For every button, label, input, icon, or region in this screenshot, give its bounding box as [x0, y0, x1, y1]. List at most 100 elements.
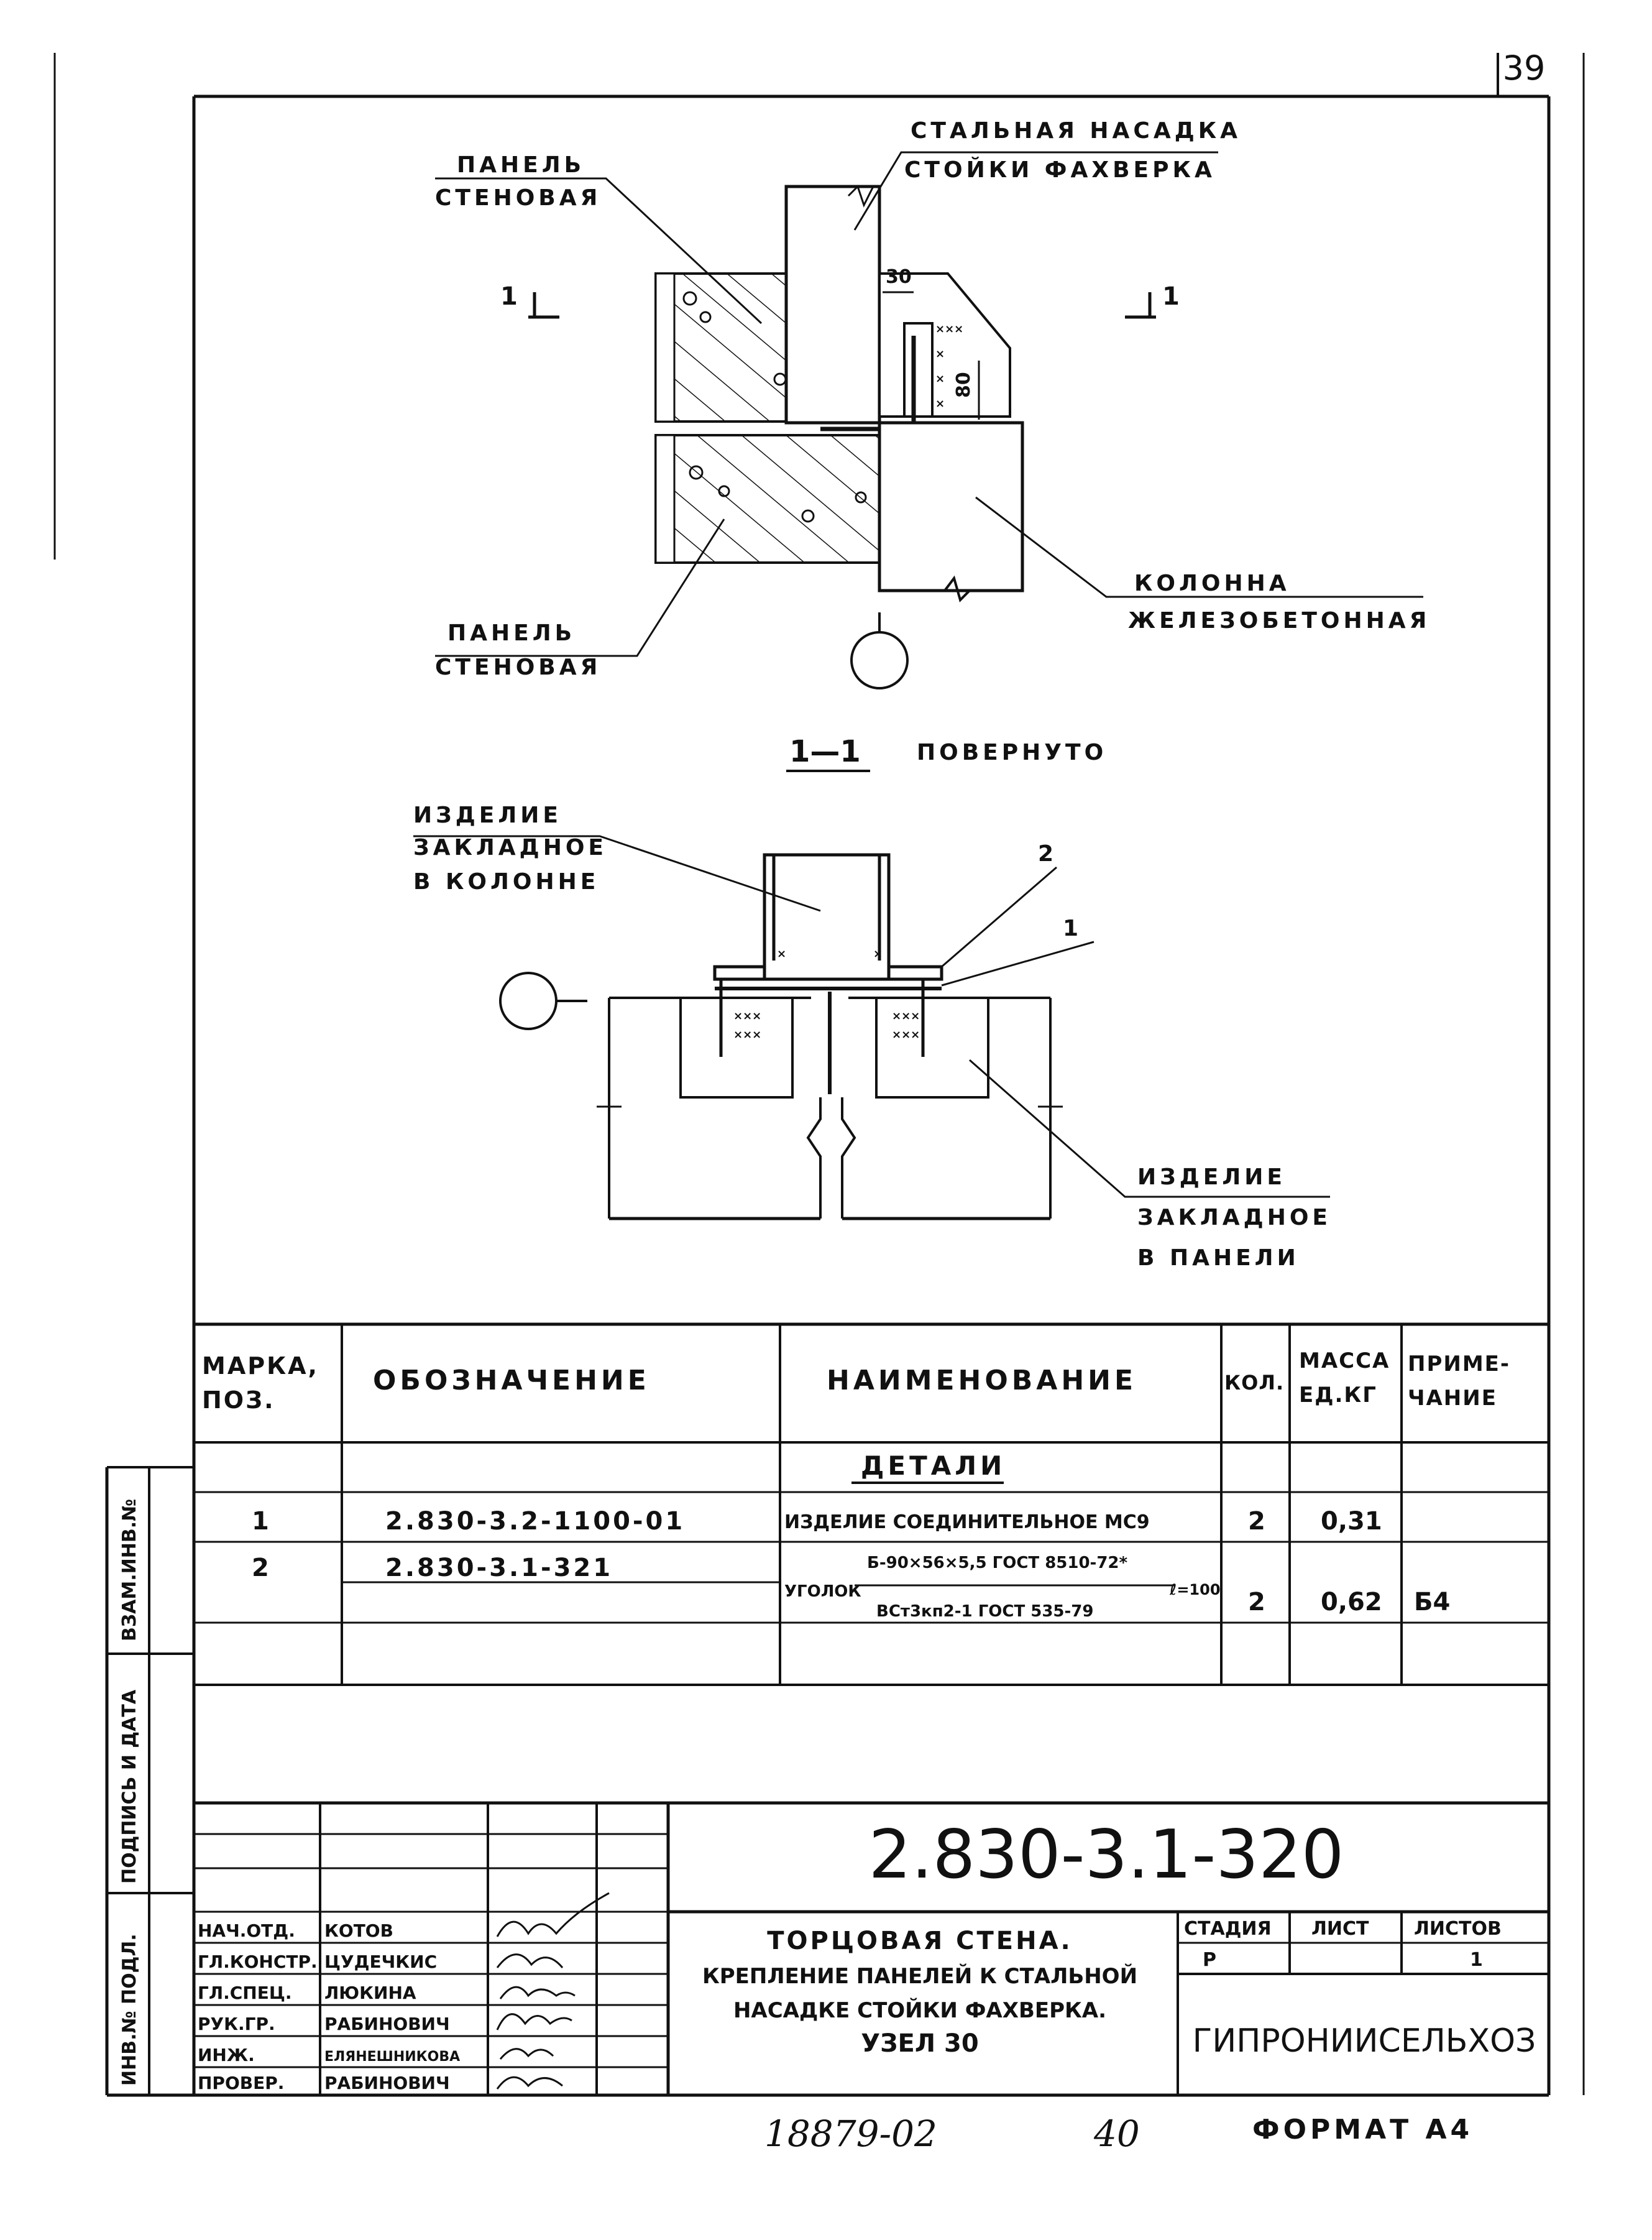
label-panel-bottom-2: СТЕНОВАЯ: [435, 655, 601, 680]
role-2-name: ЦУДЕЧКИС: [324, 1952, 437, 1972]
concrete-aggregate: [682, 291, 867, 523]
drawing-title: ТОРЦОВАЯ СТЕНА. КРЕПЛЕНИЕ ПАНЕЛЕЙ К СТАЛ…: [702, 1927, 1137, 2058]
section-mark-left: 1: [500, 282, 518, 311]
spec-row-2: 2 2.830-3.1-321 УГОЛОК Б-90×56×5,5 ГОСТ …: [252, 1554, 1450, 1621]
stage-value: Р: [1203, 1949, 1216, 1971]
sheets-label: ЛИСТОВ: [1414, 1918, 1502, 1940]
weld-marks: ××××××: [935, 323, 963, 410]
spec-table-grid: [194, 1322, 1549, 1686]
axis-circle-section: [499, 972, 558, 1030]
stage-label: СТАДИЯ: [1184, 1918, 1272, 1940]
role-3: ГЛ.СПЕЦ.: [198, 1983, 291, 2003]
title-block-grid: [194, 1801, 1549, 2095]
header-mass-2: ЕД.КГ: [1299, 1383, 1377, 1408]
side-field-2: ПОДПИСЬ И ДАТА: [119, 1689, 140, 1884]
row-1-qty: 2: [1248, 1507, 1265, 1536]
signatures: [496, 1892, 610, 2090]
svg-text:×: ×: [935, 397, 945, 410]
section-title: 1—1: [789, 734, 861, 769]
role-2: ГЛ.КОНСТР.: [198, 1952, 318, 1972]
sheet-frame: [53, 53, 1585, 2097]
format-label: ФОРМАТ А4: [1252, 2114, 1473, 2146]
label-pos-2: 2: [1038, 841, 1057, 867]
role-4-name: РАБИНОВИЧ: [324, 2014, 450, 2034]
header-mark-2: ПОЗ.: [202, 1386, 275, 1414]
header-note-1: ПРИМЕ-: [1408, 1352, 1510, 1376]
node-drawing-plan: ×××××× 30 80 1 1: [435, 151, 1423, 689]
title-line-4: УЗЕЛ 30: [861, 2029, 978, 2058]
header-name: НАИМЕНОВАНИЕ: [827, 1365, 1137, 1396]
side-field-3: ИНВ.№ ПОДЛ.: [119, 1933, 140, 2086]
svg-text:×××: ×××: [892, 1010, 920, 1023]
role-5-name: ЕЛЯНЕШНИКОВА: [324, 2049, 460, 2065]
doc-number: 2.830-3.1-320: [868, 1816, 1344, 1894]
gusset-plate: [878, 272, 1011, 418]
role-4: РУК.ГР.: [198, 2014, 275, 2034]
label-embed-panel-1: ИЗДЕЛИЕ: [1137, 1164, 1286, 1190]
section-mark-right: 1: [1162, 282, 1180, 311]
row-2-pos: 2: [252, 1554, 269, 1582]
section-label-details: ДЕТАЛИ: [861, 1450, 1006, 1481]
sheet-label: ЛИСТ: [1311, 1918, 1369, 1940]
page-code: 40: [1093, 2113, 1140, 2155]
row-2-name-suffix: ℓ=100: [1169, 1581, 1221, 1598]
section-note: ПОВЕРНУТО: [917, 740, 1107, 765]
svg-text:×××: ×××: [733, 1028, 761, 1041]
axis-circle-top: [850, 631, 909, 689]
steel-nozzle: [784, 185, 881, 425]
title-line-2: КРЕПЛЕНИЕ ПАНЕЛЕЙ К СТАЛЬНОЙ: [702, 1963, 1137, 1989]
role-1: НАЧ.ОТД.: [198, 1920, 295, 1941]
svg-text:×: ×: [777, 947, 786, 961]
dim-80: 80: [953, 372, 975, 398]
svg-text:×: ×: [935, 348, 945, 361]
side-field-1: ВЗАМ.ИНВ.№: [119, 1499, 140, 1641]
header-designation: ОБОЗНАЧЕНИЕ: [373, 1365, 650, 1396]
label-column-2: ЖЕЛЕЗОБЕТОННАЯ: [1128, 608, 1430, 634]
header-qty: КОЛ.: [1224, 1371, 1284, 1394]
label-embed-panel-3: В ПАНЕЛИ: [1137, 1245, 1300, 1271]
svg-text:×××: ×××: [733, 1010, 761, 1023]
label-embed-col-2: ЗАКЛАДНОЕ: [413, 835, 607, 860]
row-2-name-prefix: УГОЛОК: [784, 1582, 861, 1601]
header-mark-1: МАРКА,: [202, 1352, 319, 1380]
row-1-pos: 1: [252, 1507, 269, 1536]
svg-text:×××: ×××: [935, 323, 963, 336]
svg-text:×: ×: [873, 947, 883, 961]
label-nozzle-2: СТОЙКИ ФАХВЕРКА: [904, 157, 1216, 183]
row-1-name: ИЗДЕЛИЕ СОЕДИНИТЕЛЬНОЕ МС9: [784, 1511, 1150, 1533]
panel-bottom-insulation: [654, 434, 676, 564]
title-line-1: ТОРЦОВАЯ СТЕНА.: [767, 1927, 1072, 1955]
label-embed-col-3: В КОЛОННЕ: [413, 869, 599, 895]
row-2-name-bottom: ВСт3кп2-1 ГОСТ 535-79: [876, 1602, 1093, 1621]
role-5: ИНЖ.: [198, 2045, 255, 2065]
row-1-designation: 2.830-3.2-1100-01: [385, 1507, 685, 1536]
label-column-1: КОЛОННА: [1134, 571, 1290, 596]
label-panel-top-1: ПАНЕЛЬ: [457, 152, 585, 178]
title-line-3: НАСАДКЕ СТОЙКИ ФАХВЕРКА.: [733, 1998, 1106, 2023]
spec-table-header: МАРКА, ПОЗ. ОБОЗНАЧЕНИЕ НАИМЕНОВАНИЕ КОЛ…: [202, 1348, 1510, 1414]
row-2-name-top: Б-90×56×5,5 ГОСТ 8510-72*: [867, 1554, 1128, 1572]
section-labels: ИЗДЕЛИЕ ЗАКЛАДНОЕ В КОЛОННЕ 2 1 ИЗДЕЛИЕ …: [413, 803, 1328, 1271]
role-1-name: КОТОВ: [324, 1920, 393, 1941]
svg-text:×××: ×××: [892, 1028, 920, 1041]
dim-30: 30: [886, 266, 912, 288]
page-number: 39: [1503, 48, 1546, 88]
row-1-mass: 0,31: [1321, 1507, 1382, 1536]
organization: ГИПРОНИИСЕЛЬХОЗ: [1193, 2022, 1536, 2060]
row-2-mass: 0,62: [1321, 1588, 1382, 1616]
row-2-designation: 2.830-3.1-321: [385, 1554, 613, 1582]
spec-row-1: 1 2.830-3.2-1100-01 ИЗДЕЛИЕ СОЕДИНИТЕЛЬН…: [252, 1507, 1382, 1536]
role-3-name: ЛЮКИНА: [324, 1983, 416, 2003]
archive-number: 18879-02: [764, 2113, 937, 2155]
section-1-1-drawing: ××× ××× ××× ××× × ×: [413, 835, 1330, 1220]
row-2-qty: 2: [1248, 1588, 1265, 1616]
panel-top-insulation: [654, 272, 676, 423]
approval-roles: НАЧ.ОТД. КОТОВ ГЛ.КОНСТР. ЦУДЕЧКИС ГЛ.СП…: [198, 1920, 460, 2093]
header-mass-1: МАССА: [1299, 1348, 1390, 1373]
stage-cells: СТАДИЯ ЛИСТ ЛИСТОВ Р 1: [1184, 1918, 1502, 1971]
label-embed-col-1: ИЗДЕЛИЕ: [413, 803, 562, 828]
label-panel-bottom-1: ПАНЕЛЬ: [447, 620, 576, 646]
svg-text:×: ×: [935, 372, 945, 385]
side-stamp: [105, 1466, 194, 2095]
